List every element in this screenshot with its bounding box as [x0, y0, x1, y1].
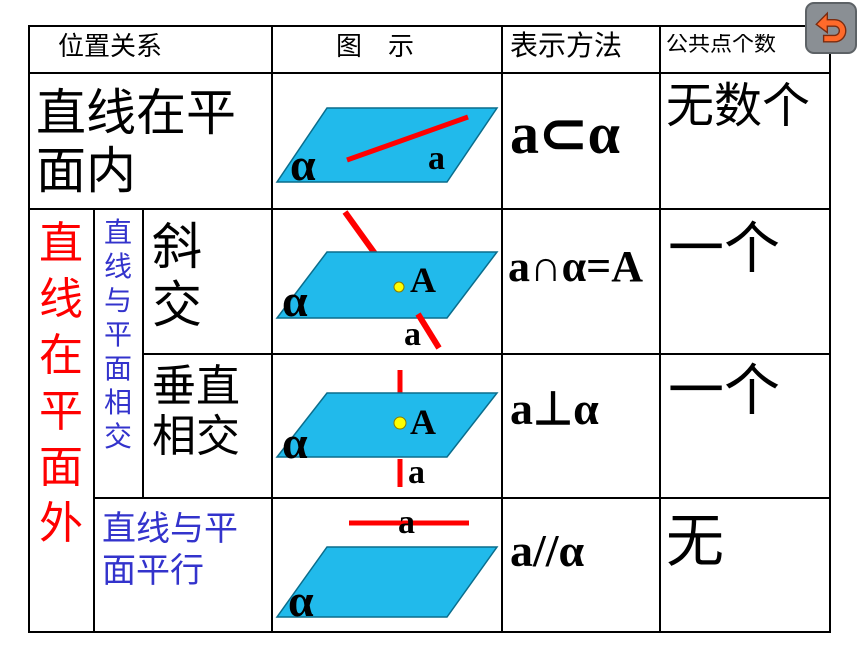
- row2-line-label: a: [404, 316, 421, 353]
- group-intersect-char: 线: [103, 250, 132, 283]
- relation-parallel: 直线与平面平行: [102, 509, 238, 591]
- header-points: 公共点个数: [666, 34, 777, 56]
- group-intersect-char: 相: [103, 386, 132, 419]
- group-intersect-char: 平: [103, 318, 132, 351]
- row3-line-label: a: [408, 454, 425, 491]
- figure-oblique: [275, 210, 499, 350]
- group-intersect-char: 面: [103, 352, 132, 385]
- header-relation: 位置关系: [58, 32, 163, 62]
- row1-line-label: a: [428, 140, 445, 177]
- notation-perpendicular: a⊥α: [510, 383, 599, 434]
- row4-line-label: a: [398, 504, 415, 541]
- group-intersect-char: 直: [103, 216, 132, 249]
- points-one-a: 一个: [668, 217, 780, 282]
- figure-perpendicular: [275, 370, 499, 487]
- header-notation: 表示方法: [510, 29, 623, 62]
- points-one-b: 一个: [668, 359, 780, 424]
- group-outside-char: 直: [39, 218, 83, 269]
- figure-parallel: [275, 520, 499, 618]
- notation-subset: a⊂α: [510, 101, 620, 166]
- points-none: 无: [666, 507, 725, 575]
- notation-parallel: a//α: [510, 525, 585, 576]
- group-outside-label: 直线在平面外: [32, 216, 90, 552]
- figure-line-in-plane: [275, 107, 499, 183]
- notation-intersect: a∩α=A: [508, 242, 644, 291]
- group-intersect-char: 与: [103, 284, 132, 317]
- relation-oblique: 斜交: [152, 218, 202, 334]
- back-button[interactable]: [805, 2, 857, 54]
- row2-plane-label: α: [282, 275, 308, 326]
- relation-in-plane: 直线在平面内: [36, 84, 236, 200]
- group-intersect-char: 交: [103, 420, 132, 453]
- group-intersect-label: 直线与平面相交: [96, 216, 140, 454]
- u-turn-back-icon: [815, 11, 847, 43]
- header-figure: 图 示: [336, 32, 415, 62]
- group-outside-char: 线: [39, 274, 83, 325]
- relation-perpendicular: 垂直相交: [152, 361, 240, 462]
- group-outside-char: 面: [39, 442, 83, 493]
- row2-point-label: A: [410, 260, 436, 300]
- row3-point-label: A: [410, 402, 436, 442]
- group-outside-char: 平: [39, 386, 83, 437]
- row3-plane-label: α: [282, 417, 308, 468]
- row1-plane-label: α: [290, 139, 316, 190]
- row4-plane-label: α: [288, 575, 314, 626]
- group-outside-char: 外: [39, 498, 83, 549]
- group-outside-char: 在: [39, 330, 83, 381]
- points-infinite: 无数个: [666, 78, 811, 134]
